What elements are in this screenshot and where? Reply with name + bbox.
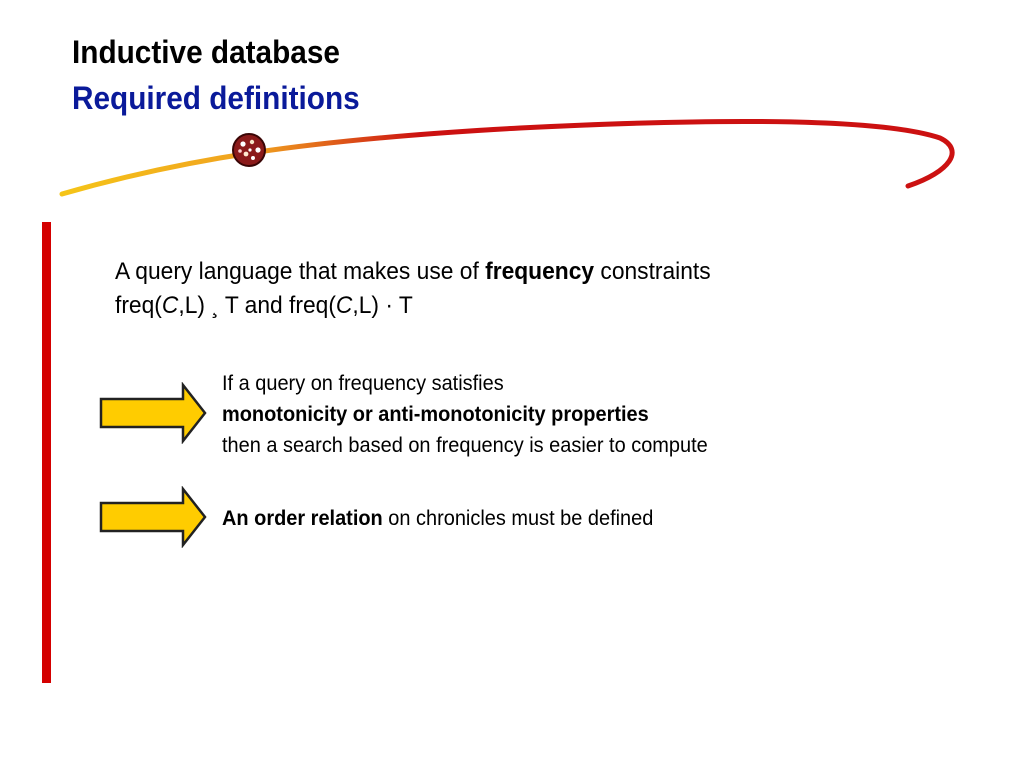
formula-part: freq( xyxy=(115,292,162,319)
monotonicity-block: If a query on frequency satisfies monoto… xyxy=(222,368,708,461)
intro-text-part: constraints xyxy=(594,258,711,285)
intro-line-1: A query language that makes use of frequ… xyxy=(115,255,711,289)
decorative-swoosh xyxy=(59,118,955,197)
formula-part: ,L) · T xyxy=(352,292,413,319)
formula-var: C xyxy=(161,292,179,319)
right-arrow-icon xyxy=(99,486,207,548)
slide-subtitle: Required definitions xyxy=(72,80,360,116)
order-relation-text: on chronicles must be defined xyxy=(382,507,654,530)
formula-var: C xyxy=(335,292,353,319)
left-accent-bar xyxy=(42,222,51,683)
intro-line-2: freq(C,L) ¸ T and freq(C,L) · T xyxy=(115,289,711,323)
block-line: then a search based on frequency is easi… xyxy=(222,434,708,457)
block-line-bold: monotonicity or anti-monotonicity proper… xyxy=(222,403,649,426)
order-relation-block: An order relation on chronicles must be … xyxy=(222,503,653,534)
block-line: If a query on frequency satisfies xyxy=(222,372,504,395)
order-relation-bold: An order relation xyxy=(222,507,383,530)
intro-text-part: A query language that makes use of xyxy=(115,258,486,285)
intro-bold-frequency: frequency xyxy=(485,258,595,285)
right-arrow-icon xyxy=(99,382,207,444)
dotted-sphere-icon xyxy=(232,133,266,167)
intro-text: A query language that makes use of frequ… xyxy=(115,255,711,323)
slide-title: Inductive database xyxy=(72,34,340,70)
formula-part: ,L) ¸ T and freq( xyxy=(178,292,336,319)
